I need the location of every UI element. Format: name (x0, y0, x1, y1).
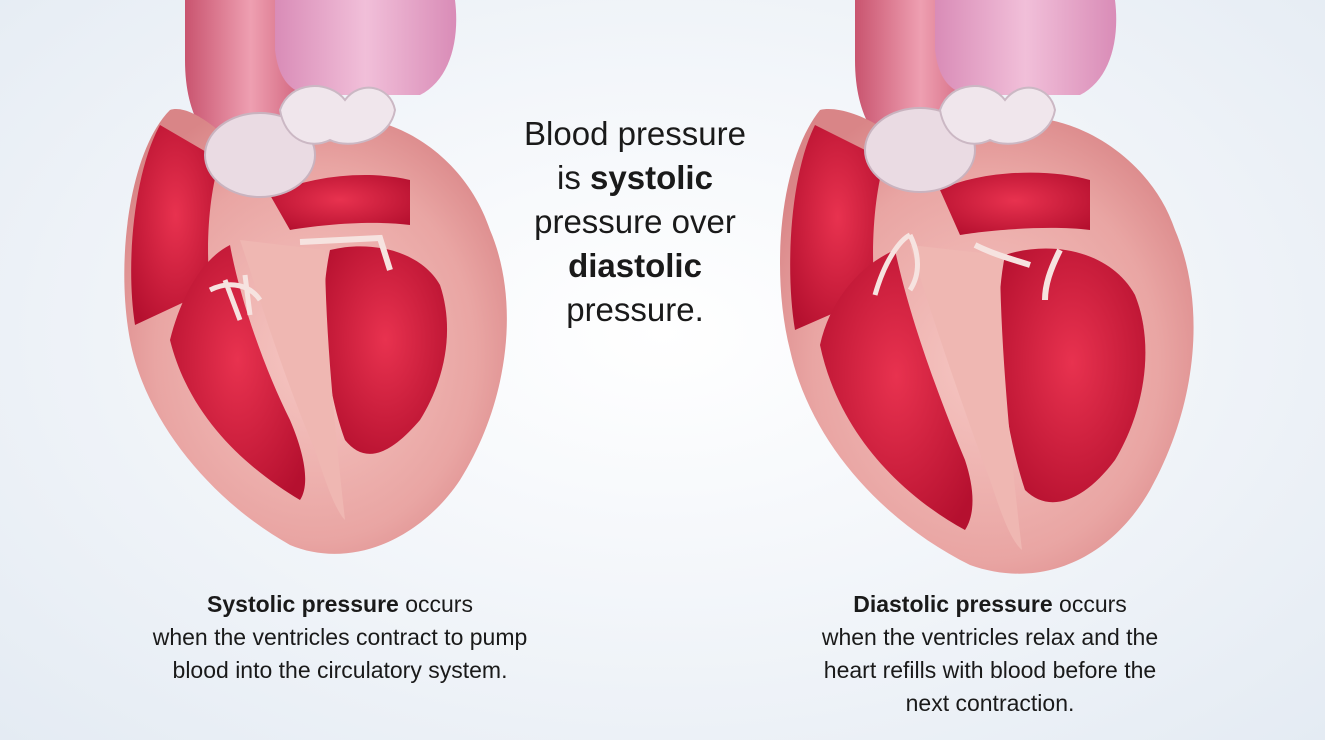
headline-diastolic: diastolic (568, 247, 702, 284)
pulmonary-valve (280, 86, 395, 144)
pulmonary-artery (935, 0, 1116, 96)
systolic-caption-line-1-rest: occurs (399, 591, 473, 617)
systolic-caption: Systolic pressure occurs when the ventri… (40, 588, 640, 687)
headline-line-2-prefix: is (557, 159, 590, 196)
diastolic-heart-illustration (760, 0, 1230, 590)
systolic-caption-line-1: Systolic pressure occurs (40, 588, 640, 621)
headline-line-1: Blood pressure (480, 112, 790, 156)
diastolic-caption-line-2: when the ventricles relax and the (690, 621, 1290, 654)
systolic-caption-line-2: when the ventricles contract to pump (40, 621, 640, 654)
headline-line-3: pressure over (480, 200, 790, 244)
pulmonary-artery (275, 0, 456, 96)
headline: Blood pressure is systolic pressure over… (480, 112, 790, 332)
diastolic-caption-line-1-rest: occurs (1053, 591, 1127, 617)
pulmonary-valve (940, 86, 1055, 144)
systolic-caption-line-3: blood into the circulatory system. (40, 654, 640, 687)
left-atrium-chamber (940, 173, 1090, 235)
diastolic-caption: Diastolic pressure occurs when the ventr… (690, 588, 1290, 720)
headline-line-5: pressure. (480, 288, 790, 332)
headline-line-4: diastolic (480, 244, 790, 288)
headline-systolic: systolic (590, 159, 713, 196)
diastolic-caption-line-4: next contraction. (690, 687, 1290, 720)
systolic-term: Systolic pressure (207, 591, 399, 617)
headline-line-2: is systolic (480, 156, 790, 200)
diastolic-caption-line-3: heart refills with blood before the (690, 654, 1290, 687)
diastolic-caption-line-1: Diastolic pressure occurs (690, 588, 1290, 621)
diastolic-term: Diastolic pressure (853, 591, 1052, 617)
